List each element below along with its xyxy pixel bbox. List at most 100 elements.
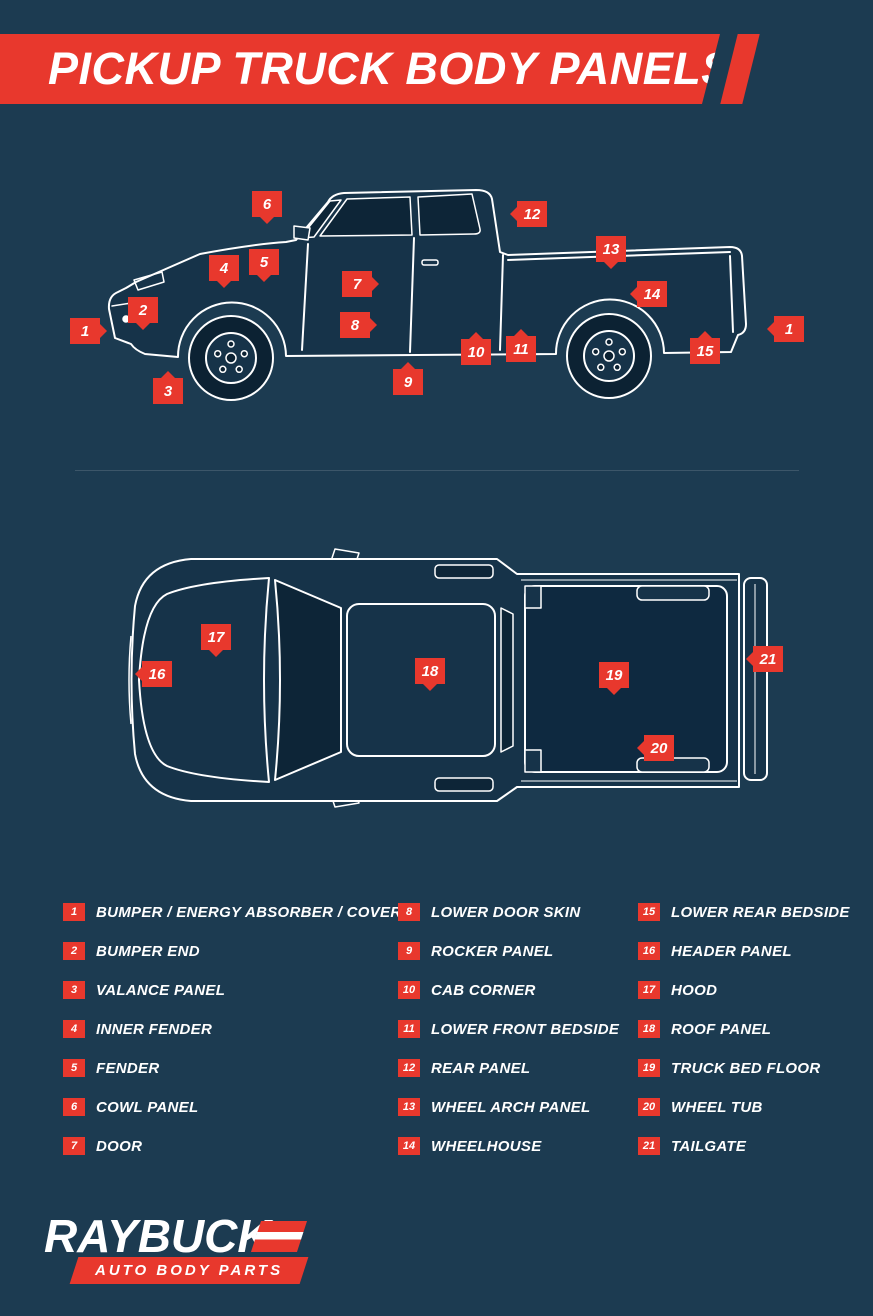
marker-number: 12: [523, 205, 541, 223]
marker-number: 8: [350, 316, 360, 334]
legend-item-label: CAB CORNER: [431, 981, 536, 999]
door-handle: [421, 259, 439, 266]
legend-item-label: BUMPER / ENERGY ABSORBER / COVER: [96, 903, 402, 921]
title-banner: PICKUP TRUCK BODY PANELS: [0, 34, 720, 104]
legend-item: 17 HOOD: [638, 981, 850, 999]
legend-item-label: ROCKER PANEL: [431, 942, 554, 960]
legend-item: 11 LOWER FRONT BEDSIDE: [398, 1020, 619, 1038]
legend-item-label: BUMPER END: [96, 942, 200, 960]
marker-number: 9: [403, 373, 413, 391]
logo-flag-icon: [250, 1221, 308, 1252]
truck-side-view-illustration: [107, 189, 747, 401]
bed-notch-top: [524, 585, 542, 609]
logo-tagline-text: AUTO BODY PARTS: [94, 1262, 284, 1279]
legend-item-label: LOWER REAR BEDSIDE: [671, 903, 850, 921]
side-marker-10-cab-corner: 10: [461, 339, 491, 365]
legend-item-number: 5: [63, 1059, 85, 1077]
legend-item-number: 11: [398, 1020, 420, 1038]
side-marker-4-inner-fender: 4: [209, 255, 239, 281]
rear-wheel: [566, 313, 652, 399]
legend-item-number: 20: [638, 1098, 660, 1116]
side-marker-13-wheel-arch-panel: 13: [596, 236, 626, 262]
legend-item-label: VALANCE PANEL: [96, 981, 226, 999]
door-window-glass: [319, 196, 413, 237]
legend-item-label: WHEELHOUSE: [431, 1137, 542, 1155]
legend-item-label: COWL PANEL: [96, 1098, 199, 1116]
side-marker-7-door: 7: [342, 271, 372, 297]
marker-number: 5: [259, 253, 269, 271]
legend-item-number: 15: [638, 903, 660, 921]
door-front-seam: [301, 243, 309, 351]
legend-item: 20 WHEEL TUB: [638, 1098, 850, 1116]
legend-item-label: LOWER FRONT BEDSIDE: [431, 1020, 620, 1038]
top-marker-20-wheel-tub: 20: [644, 735, 674, 761]
side-marker-6-cowl-panel: 6: [252, 191, 282, 217]
legend-item: 21 TAILGATE: [638, 1137, 850, 1155]
top-marker-18-roof-panel: 18: [415, 658, 445, 684]
legend-item: 12 REAR PANEL: [398, 1059, 619, 1077]
legend-item-number: 17: [638, 981, 660, 999]
legend-item-label: TAILGATE: [671, 1137, 747, 1155]
bed-notch-bottom: [524, 749, 542, 773]
marker-number: 11: [513, 340, 529, 358]
legend-item-label: DOOR: [96, 1137, 143, 1155]
side-marker-15-lower-rear-bedside: 15: [690, 338, 720, 364]
legend-item-number: 19: [638, 1059, 660, 1077]
legend-item-number: 1: [63, 903, 85, 921]
legend-item-label: WHEEL ARCH PANEL: [431, 1098, 591, 1116]
marker-number: 14: [643, 285, 661, 303]
side-mirror: [293, 225, 311, 241]
legend-item-label: WHEEL TUB: [671, 1098, 763, 1116]
legend-item-number: 7: [63, 1137, 85, 1155]
legend-item-number: 2: [63, 942, 85, 960]
legend-item-label: REAR PANEL: [431, 1059, 531, 1077]
quarter-window-glass: [417, 193, 481, 236]
side-marker-8-lower-door-skin: 8: [340, 312, 370, 338]
cab-bed-seam: [499, 254, 504, 351]
tailgate-seam: [729, 255, 734, 333]
side-marker-11-lower-front-bedside: 11: [506, 336, 536, 362]
logo-tagline-banner: AUTO BODY PARTS: [69, 1257, 309, 1284]
front-inner-line: [128, 635, 132, 725]
legend-item-number: 13: [398, 1098, 420, 1116]
section-divider: [75, 470, 799, 471]
wheel-tub-top: [636, 585, 710, 601]
legend-item-number: 16: [638, 942, 660, 960]
marker-number: 1: [784, 320, 794, 338]
legend-item: 15 LOWER REAR BEDSIDE: [638, 903, 850, 921]
side-marker-14-wheelhouse: 14: [637, 281, 667, 307]
legend-item-label: HOOD: [671, 981, 718, 999]
legend-item: 2 BUMPER END: [63, 942, 401, 960]
legend-item-number: 21: [638, 1137, 660, 1155]
hood-outline: [138, 577, 270, 783]
side-window-top: [434, 564, 494, 579]
marker-number: 15: [696, 342, 714, 360]
legend-item-label: INNER FENDER: [96, 1020, 213, 1038]
marker-number: 17: [207, 628, 225, 646]
legend-item-number: 12: [398, 1059, 420, 1077]
legend-item-number: 10: [398, 981, 420, 999]
marker-number: 6: [262, 195, 272, 213]
side-marker-12-rear-panel: 12: [517, 201, 547, 227]
side-marker-5-fender: 5: [249, 249, 279, 275]
top-marker-17-hood: 17: [201, 624, 231, 650]
side-window-bottom: [434, 777, 494, 792]
legend-item-number: 6: [63, 1098, 85, 1116]
legend-item-label: LOWER DOOR SKIN: [431, 903, 581, 921]
side-marker-9-rocker-panel: 9: [393, 369, 423, 395]
legend-item-label: FENDER: [96, 1059, 160, 1077]
legend-item-number: 9: [398, 942, 420, 960]
marker-number: 10: [467, 343, 485, 361]
marker-number: 20: [650, 739, 668, 757]
legend-item: 6 COWL PANEL: [63, 1098, 401, 1116]
legend-item: 10 CAB CORNER: [398, 981, 619, 999]
